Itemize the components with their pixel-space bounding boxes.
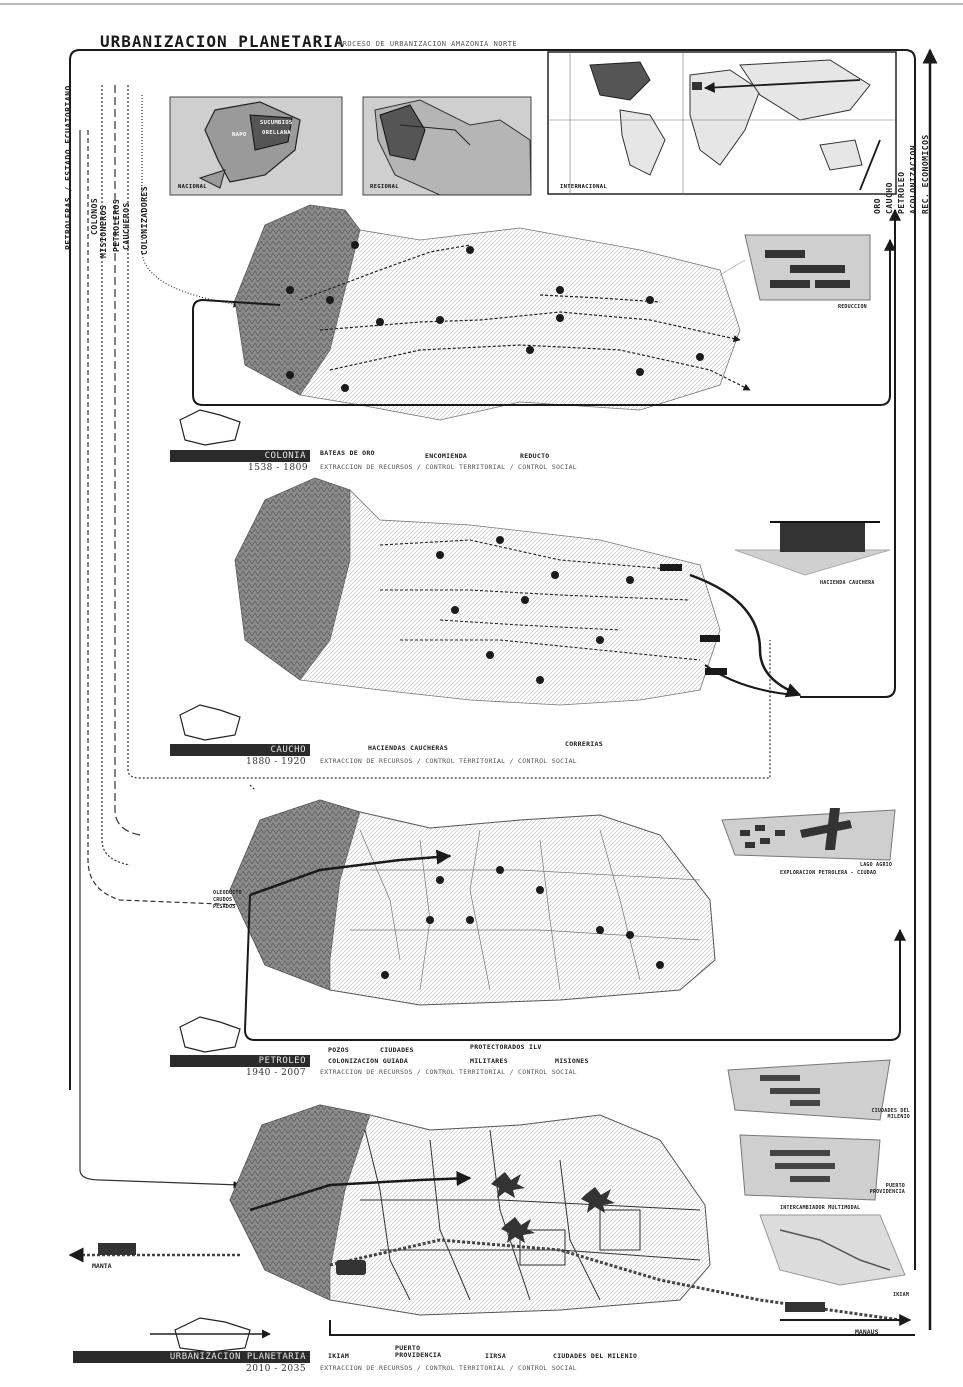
era-years-colonia: 1538 - 1809 xyxy=(248,463,309,473)
era-bar-urbanizacion: URBANIZACION PLANETARIA xyxy=(73,1351,310,1363)
caption-caucho: EXTRACCION DE RECURSOS / CONTROL TERRITO… xyxy=(320,757,578,765)
lago-agrio-block xyxy=(721,808,896,861)
legend-correrias: CORRERIAS xyxy=(565,740,603,748)
era-years-urbanizacion: 2010 - 2035 xyxy=(246,1364,307,1374)
inset-label-sucumbios: NAPO xyxy=(232,132,247,138)
legend-protectorados: PROTECTORADOS ILV xyxy=(470,1043,542,1051)
legend-iirsa: IIRSA xyxy=(485,1352,507,1360)
legend-pozos: POZOS xyxy=(328,1046,350,1054)
legend-reducto: REDUCTO xyxy=(520,452,550,460)
right-label-rec-economicos: REC. ECONOMICOS xyxy=(921,134,930,214)
left-label-colonos: COLONOS xyxy=(90,197,99,235)
label-manaus: MANAUS xyxy=(855,1328,879,1336)
label-puerto-providencia: PUERTO PROVIDENCIA xyxy=(869,1183,905,1195)
inset-regional-map xyxy=(362,96,532,196)
legend-haciendas: HACIENDAS CAUCHERAS xyxy=(368,744,449,752)
legend-militares: MILITARES xyxy=(470,1057,508,1065)
inset-label-orellana: ORELLANA xyxy=(262,130,291,136)
left-label-colonizadores: COLONIZADORES xyxy=(140,185,149,255)
label-manta: MANTA xyxy=(92,1262,112,1270)
label-reduccion: REDUCCION xyxy=(838,304,867,310)
label-oleoducto: OLEODUCTO CRUDOS PESADOS xyxy=(213,890,242,910)
caption-colonia: EXTRACCION DE RECURSOS / CONTROL TERRITO… xyxy=(320,463,578,471)
era-years-caucho: 1880 - 1920 xyxy=(246,757,307,767)
era-bar-caucho: CAUCHO xyxy=(170,744,310,756)
era-bar-petroleo: PETROLEO xyxy=(170,1055,310,1067)
era-years-petroleo: 1940 - 2007 xyxy=(246,1068,307,1078)
hacienda-block xyxy=(734,521,891,576)
legend-bateas: BATEAS DE ORO xyxy=(320,449,375,457)
legend-ciudades: CIUDADES xyxy=(380,1046,414,1054)
left-label-petroleras: PETROLERAS / ESTADO ECUATORIANO xyxy=(64,85,73,250)
era-outline-icons xyxy=(150,409,271,1353)
page-title: URBANIZACION PLANETARIA xyxy=(100,32,345,51)
legend-ciudades-milenio: CIUDADES DEL MILENIO xyxy=(553,1352,638,1360)
map-petroleo xyxy=(229,799,906,1041)
flow-lines xyxy=(69,48,938,1330)
map-colonia xyxy=(192,204,896,421)
inset-national-label: NACIONAL xyxy=(178,184,207,190)
caption-petroleo: EXTRACCION DE RECURSOS / CONTROL TERRITO… xyxy=(320,1068,578,1076)
reduccion-block xyxy=(719,234,871,301)
right-label-acolonizacion: ACOLONIZACION xyxy=(909,144,918,214)
label-ciudades-milenio: CIUDADES DEL MILENIO xyxy=(871,1108,910,1120)
label-ikiam: IKIAM xyxy=(893,1292,910,1298)
label-intercambiador: INTERCAMBIADOR MULTIMODAL xyxy=(780,1205,861,1211)
caption-urbanizacion: EXTRACCION DE RECURSOS / CONTROL TERRITO… xyxy=(320,1364,578,1372)
legend-puerto-providencia: PUERTO PROVIDENCIA xyxy=(395,1344,442,1359)
map-urbanizacion xyxy=(68,1104,915,1336)
legend-colonizacion-guiada: COLONIZACION GUIADA xyxy=(328,1057,409,1065)
inset-label-napo: SUCUMBIOS xyxy=(260,120,293,126)
dashed-connectors xyxy=(79,85,771,1189)
label-lago-agrio: LAGO AGRIO xyxy=(860,862,893,868)
left-label-misioneros: MISIONEROS xyxy=(99,204,108,258)
legend-misiones: MISIONES xyxy=(555,1057,589,1065)
era-bar-colonia: COLONIA xyxy=(170,450,310,462)
top-rule xyxy=(0,3,963,5)
inset-international-label: INTERNACIONAL xyxy=(560,184,607,190)
left-label-caucheros: CAUCHEROS xyxy=(122,202,131,250)
label-exploracion: EXPLORACION PETROLERA - CIUDAD xyxy=(780,870,877,876)
legend-ikiam: IKIAM xyxy=(328,1352,350,1360)
label-hacienda-cauchera: HACIENDA CAUCHERA xyxy=(820,580,875,586)
inset-international-map xyxy=(547,51,897,195)
right-label-caucho: CAUCHO xyxy=(885,182,894,214)
right-label-oro: ORO xyxy=(873,198,882,214)
map-caucho xyxy=(234,208,901,706)
ciudades-milenio-block xyxy=(727,1059,906,1286)
legend-encomienda: ENCOMIENDA xyxy=(425,452,468,460)
right-label-petroleo: PETROLEO xyxy=(897,171,906,214)
inset-regional-label: REGIONAL xyxy=(370,184,399,190)
inset-national-map xyxy=(169,96,343,196)
page-subtitle: PROCESO DE URBANIZACION AMAZONIA NORTE xyxy=(338,40,518,48)
left-label-petroleros: PETROLEROS xyxy=(112,198,121,252)
